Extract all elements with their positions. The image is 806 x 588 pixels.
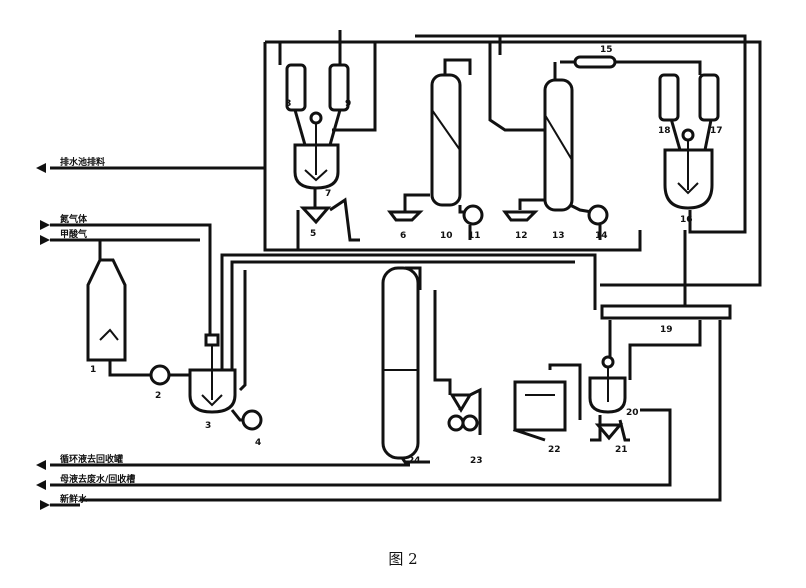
figure-caption: 图 2: [388, 550, 418, 568]
tank-17: [698, 73, 720, 122]
num-16: 16: [680, 215, 693, 225]
arrow-left-icon: [36, 163, 46, 173]
arrow-left-icon: [36, 460, 46, 470]
tank-18: [658, 73, 680, 122]
label-in-b: 甲酸气: [60, 228, 87, 240]
pump-12: [502, 210, 539, 222]
num-8: 8: [285, 99, 291, 109]
num-12: 12: [515, 231, 528, 241]
num-15: 15: [600, 45, 613, 55]
column-13: [543, 78, 574, 212]
arrow-right-icon: [40, 235, 50, 245]
num-23: 23: [470, 456, 483, 466]
pump-23a: [447, 414, 465, 432]
label-in-a: 氮气体: [60, 213, 88, 225]
pump-11: [462, 204, 484, 226]
num-14: 14: [595, 231, 608, 241]
num-4: 4: [255, 438, 261, 448]
pump-4: [241, 409, 263, 431]
stream-arrows: [36, 163, 50, 510]
label-bottom-in: 新鲜水: [60, 493, 88, 505]
num-10: 10: [440, 231, 453, 241]
tank-1: [86, 258, 127, 362]
pump-6: [387, 210, 424, 222]
motor-7: [309, 111, 323, 125]
num-20: 20: [626, 408, 639, 418]
tank-8: [285, 63, 307, 112]
column-10: [430, 73, 462, 207]
equipment-numbers: 1 2 3 4 5 6 7 8 9 10 11 12 13 14 15 16 1…: [90, 45, 723, 466]
filter-5: [299, 206, 332, 225]
arrow-right-icon: [40, 220, 50, 230]
pump-2: [149, 364, 171, 386]
pump-14: [587, 204, 609, 226]
label-bottom-out-b: 母液去废水/回收槽: [60, 473, 135, 485]
num-22: 22: [548, 445, 561, 455]
tank-9: [328, 63, 350, 112]
num-1: 1: [90, 365, 96, 375]
conveyor-19: [600, 304, 732, 320]
num-6: 6: [400, 231, 406, 241]
num-24: 24: [408, 456, 421, 466]
num-3: 3: [205, 421, 211, 431]
num-2: 2: [155, 391, 161, 401]
stream-labels: 排水池排料 氮气体 甲酸气 循环液去回收罐 母液去废水/回收槽 新鲜水: [60, 156, 135, 505]
pump-23b: [461, 414, 479, 432]
column-24: [381, 266, 420, 460]
arrow-right-icon: [40, 500, 50, 510]
valve-23: [449, 393, 473, 413]
motor-3: [204, 333, 220, 347]
num-19: 19: [660, 325, 673, 335]
motor-21: [601, 355, 615, 369]
num-17: 17: [710, 126, 723, 136]
label-top-left-out: 排水池排料: [60, 156, 105, 168]
num-13: 13: [552, 231, 565, 241]
num-18: 18: [658, 126, 671, 136]
num-11: 11: [468, 231, 481, 241]
filter-20: [594, 423, 624, 441]
motor-16: [681, 128, 695, 142]
num-7: 7: [325, 189, 331, 199]
num-9: 9: [345, 99, 351, 109]
dryer-22: [513, 380, 567, 432]
num-5: 5: [310, 229, 316, 239]
condenser-15: [573, 55, 617, 69]
piping: [50, 30, 762, 507]
equipment: [86, 55, 732, 460]
arrow-left-icon: [36, 480, 46, 490]
num-21: 21: [615, 445, 628, 455]
label-bottom-out-a: 循环液去回收罐: [60, 453, 123, 465]
